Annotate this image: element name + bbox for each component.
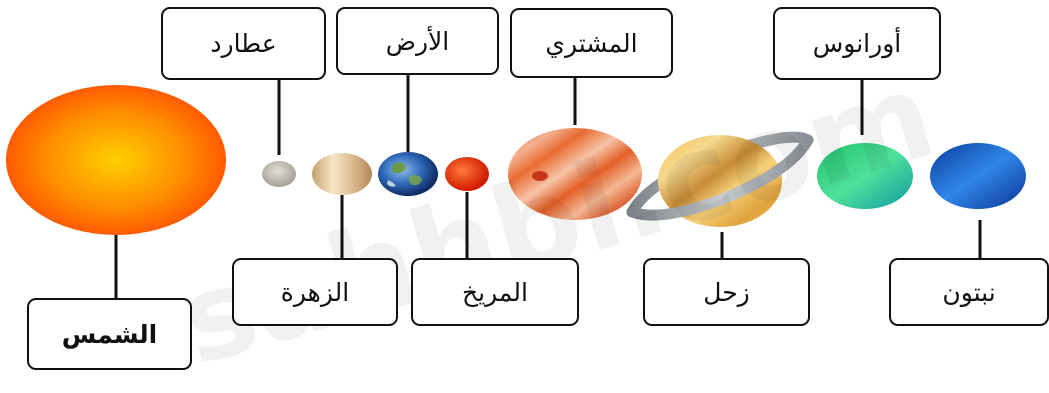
mars-planet	[445, 157, 489, 191]
sun-label: الشمس	[27, 298, 192, 370]
connector-lines	[114, 75, 982, 298]
mercury-label: عطارد	[161, 7, 326, 80]
uranus-planet	[817, 143, 913, 209]
planets-canvas	[6, 75, 1026, 298]
neptune-planet	[930, 143, 1026, 209]
jupiter-label: المشتري	[510, 8, 673, 78]
mercury-planet	[262, 161, 296, 187]
venus-label: الزهرة	[232, 258, 398, 326]
uranus-label: أورانوس	[773, 7, 941, 80]
earth-label: الأرض	[336, 7, 499, 75]
sun-planet	[6, 85, 226, 235]
neptune-label: نبتون	[889, 258, 1049, 326]
mars-label: المريخ	[411, 258, 579, 326]
solar-system-diagram: sahhbi.com عطارد الأرض المشتري أورانوس ا…	[6, 7, 1049, 393]
venus-planet	[312, 153, 372, 195]
jupiter-planet	[508, 128, 642, 220]
saturn-planet	[626, 131, 814, 227]
earth-planet	[378, 152, 438, 196]
saturn-label: زحل	[643, 258, 810, 326]
